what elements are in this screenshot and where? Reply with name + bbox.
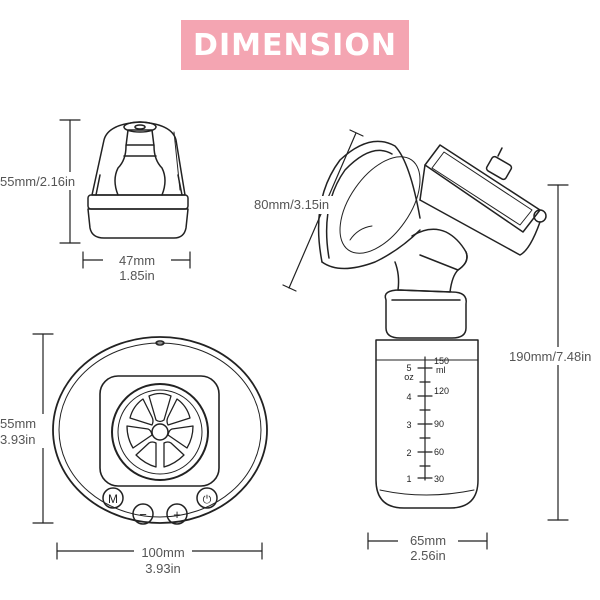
funnel-diameter-label: 80mm/3.15in [254, 197, 329, 212]
motor-height-in: 3.93in [0, 432, 35, 447]
cap-width-in: 1.85in [119, 268, 154, 283]
bottle-width-in: 2.56in [410, 548, 445, 563]
plus-button: + [166, 503, 188, 525]
title: DIMENSION [193, 27, 397, 63]
pump-bottle [317, 140, 547, 509]
bottle-scale [417, 356, 433, 481]
dimension-lines [32, 119, 569, 560]
ml-tick-30: 30 [434, 474, 444, 484]
ml-tick-90: 90 [434, 419, 444, 429]
mode-button: M [102, 487, 124, 509]
minus-button: − [132, 503, 154, 525]
ml-tick-60: 60 [434, 447, 444, 457]
svg-text:−: − [139, 507, 147, 522]
motor-unit [52, 336, 268, 524]
fan-icon [126, 392, 194, 468]
motor-width-mm: 100mm [141, 545, 184, 560]
svg-text:+: + [173, 507, 181, 522]
cap-height-label: 55mm/2.16in [0, 174, 75, 189]
ml-unit: ml [436, 365, 446, 375]
svg-text:⏻: ⏻ [203, 493, 212, 506]
oz-tick-4: 4 [406, 392, 411, 402]
motor-width-in: 3.93in [145, 561, 180, 576]
bottle-height-label: 190mm/7.48in [509, 349, 591, 364]
ml-tick-120: 120 [434, 386, 449, 396]
bottle-width-mm: 65mm [410, 533, 446, 548]
svg-text:M: M [108, 492, 118, 506]
oz-tick-1: 1 [406, 474, 411, 484]
control-buttons: M − + ⏻ [102, 487, 218, 525]
oz-tick-2: 2 [406, 448, 411, 458]
bottle-cap [87, 121, 189, 239]
oz-unit: oz [404, 372, 414, 382]
oz-tick-5: 5 [406, 363, 411, 373]
power-button: ⏻ [196, 487, 218, 509]
motor-height-mm: 55mm [0, 416, 36, 431]
title-banner: DIMENSION [181, 20, 409, 70]
ml-tick-150: 150 [434, 356, 449, 366]
oz-tick-3: 3 [406, 420, 411, 430]
cap-width-mm: 47mm [119, 253, 155, 268]
